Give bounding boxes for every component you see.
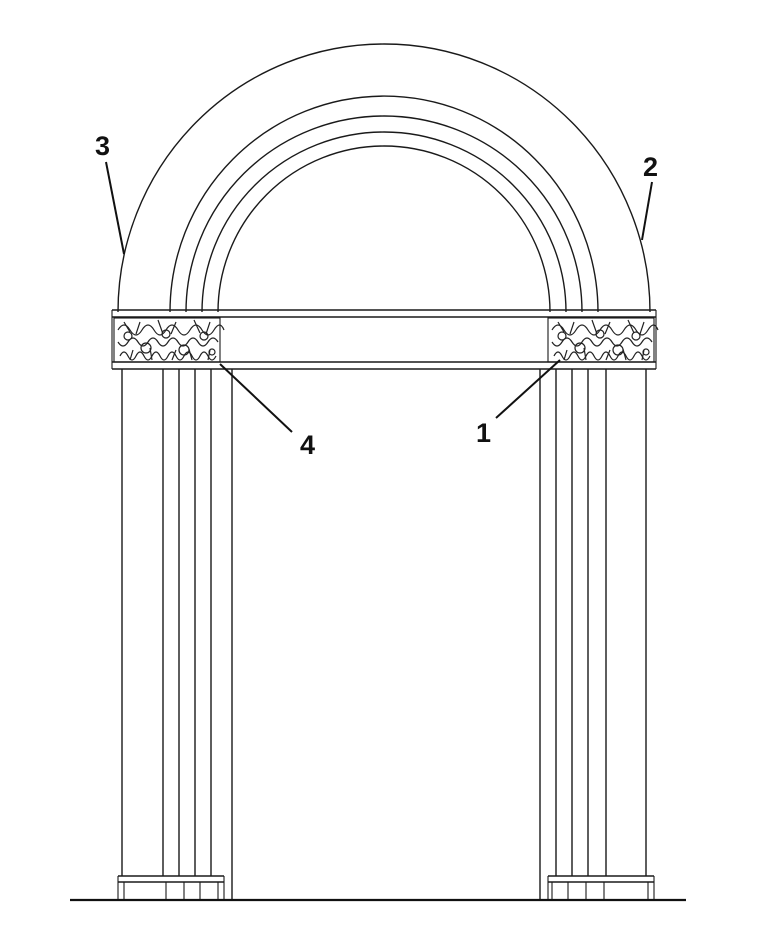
leader-2 <box>641 181 653 241</box>
callout-3: 3 <box>95 131 110 161</box>
impost-band <box>111 309 657 370</box>
leader-1 <box>495 359 561 419</box>
right-capital <box>547 317 659 363</box>
callout-1: 1 <box>476 418 491 448</box>
arch-ring-2 <box>169 95 599 313</box>
left-jamb <box>121 369 233 900</box>
left-capital <box>113 317 225 363</box>
arch-ring-3 <box>185 115 583 313</box>
outer-arch-ring <box>117 43 651 313</box>
right-jamb <box>539 369 647 900</box>
arch-ring-4 <box>201 131 567 313</box>
inner-arch-ring <box>217 145 551 313</box>
leader-4 <box>219 363 293 433</box>
archivolt <box>117 43 651 313</box>
right-bases <box>547 875 655 900</box>
callout-4: 4 <box>300 430 315 460</box>
left-bases <box>117 875 225 900</box>
leader-3 <box>105 161 125 255</box>
callout-2: 2 <box>643 152 658 182</box>
